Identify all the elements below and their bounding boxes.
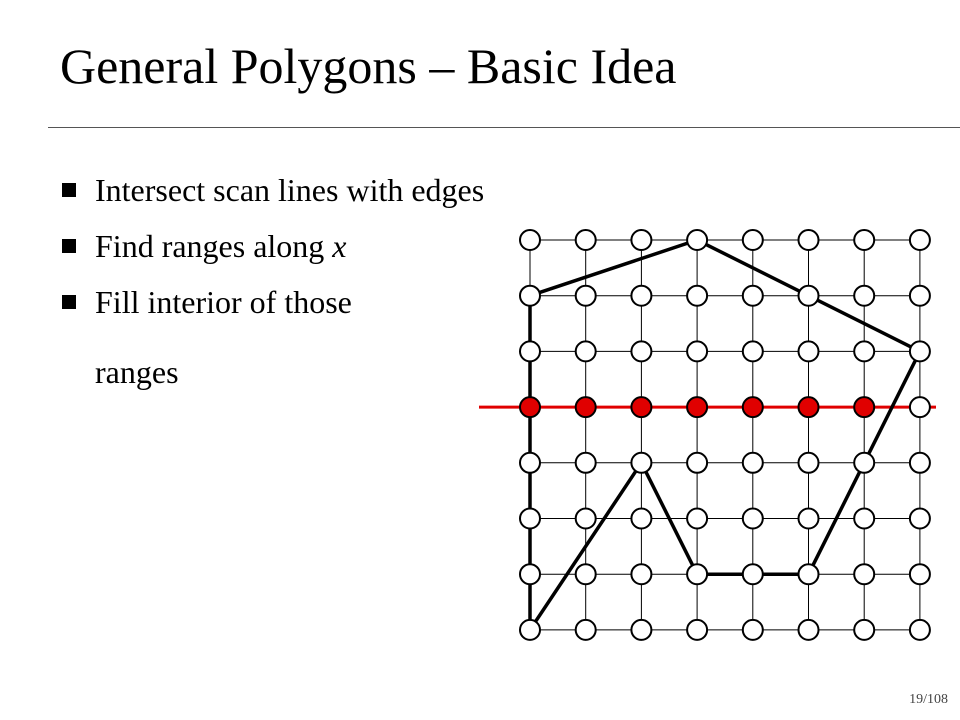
empty-pixel: [853, 563, 876, 586]
bullet-list: Intersect scan lines with edges Find ran…: [62, 162, 484, 330]
pixel-centers: [519, 229, 931, 641]
filled-pixel: [741, 396, 764, 419]
empty-pixel: [519, 451, 541, 474]
empty-pixel: [630, 563, 653, 586]
empty-pixel: [630, 284, 653, 307]
empty-pixel: [630, 618, 653, 641]
slide-title: General Polygons – Basic Idea: [60, 38, 677, 94]
empty-pixel: [574, 340, 597, 363]
empty-pixel: [797, 563, 820, 586]
empty-pixel: [686, 284, 709, 307]
bullet-item-3: Fill interior of those: [62, 274, 484, 330]
empty-pixel: [519, 284, 541, 307]
bullet-italic-x: x: [332, 228, 347, 264]
empty-pixel: [686, 340, 709, 363]
bullet-text: Fill interior of those: [95, 284, 352, 320]
square-bullet-icon: [62, 239, 76, 253]
empty-pixel: [686, 618, 709, 641]
empty-pixel: [686, 507, 709, 530]
empty-pixel: [574, 284, 597, 307]
empty-pixel: [574, 563, 597, 586]
empty-pixel: [853, 618, 876, 641]
empty-pixel: [741, 451, 764, 474]
empty-pixel: [630, 451, 653, 474]
empty-pixel: [853, 229, 876, 251]
bullet-item-3-continuation: ranges: [95, 354, 179, 390]
empty-pixel: [686, 229, 709, 251]
empty-pixel: [853, 340, 876, 363]
bullet-text: Intersect scan lines with edges: [95, 172, 485, 208]
empty-pixel: [519, 340, 541, 363]
bullet-item-2: Find ranges along x: [62, 218, 484, 274]
empty-pixel: [574, 229, 597, 251]
empty-pixel: [630, 507, 653, 530]
empty-pixel: [797, 451, 820, 474]
empty-pixel: [853, 507, 876, 530]
empty-pixel: [797, 229, 820, 251]
square-bullet-icon: [62, 183, 76, 197]
empty-pixel: [574, 451, 597, 474]
empty-pixel: [519, 229, 541, 251]
empty-pixel: [908, 618, 931, 641]
filled-pixel: [686, 396, 709, 419]
empty-pixel: [797, 507, 820, 530]
bullet-text: Find ranges along: [95, 228, 333, 264]
filled-pixel: [853, 396, 876, 419]
empty-pixel: [519, 563, 541, 586]
filled-pixel: [797, 396, 820, 419]
bullet-item-1: Intersect scan lines with edges: [62, 162, 484, 218]
empty-pixel: [630, 340, 653, 363]
empty-pixel: [853, 451, 876, 474]
filled-pixel: [574, 396, 597, 419]
empty-pixel: [797, 340, 820, 363]
empty-pixel: [908, 284, 931, 307]
empty-pixel: [574, 618, 597, 641]
empty-pixel: [797, 618, 820, 641]
empty-pixel: [574, 507, 597, 530]
empty-pixel: [630, 229, 653, 251]
empty-pixel: [741, 563, 764, 586]
filled-pixel: [519, 396, 541, 419]
empty-pixel: [686, 451, 709, 474]
empty-pixel: [908, 507, 931, 530]
empty-pixel: [908, 451, 931, 474]
square-bullet-icon: [62, 295, 76, 309]
empty-pixel: [519, 507, 541, 530]
empty-pixel: [741, 340, 764, 363]
filled-pixel: [630, 396, 653, 419]
empty-pixel: [853, 284, 876, 307]
empty-pixel: [908, 229, 931, 251]
empty-pixel: [741, 507, 764, 530]
page-number: 19/108: [909, 692, 948, 707]
empty-pixel: [686, 563, 709, 586]
empty-pixel: [741, 284, 764, 307]
empty-pixel: [908, 563, 931, 586]
empty-pixel: [908, 340, 931, 363]
empty-pixel: [741, 618, 764, 641]
title-divider: [48, 127, 960, 128]
empty-pixel: [797, 284, 820, 307]
empty-pixel: [519, 618, 541, 641]
empty-pixel: [908, 396, 931, 419]
empty-pixel: [741, 229, 764, 251]
